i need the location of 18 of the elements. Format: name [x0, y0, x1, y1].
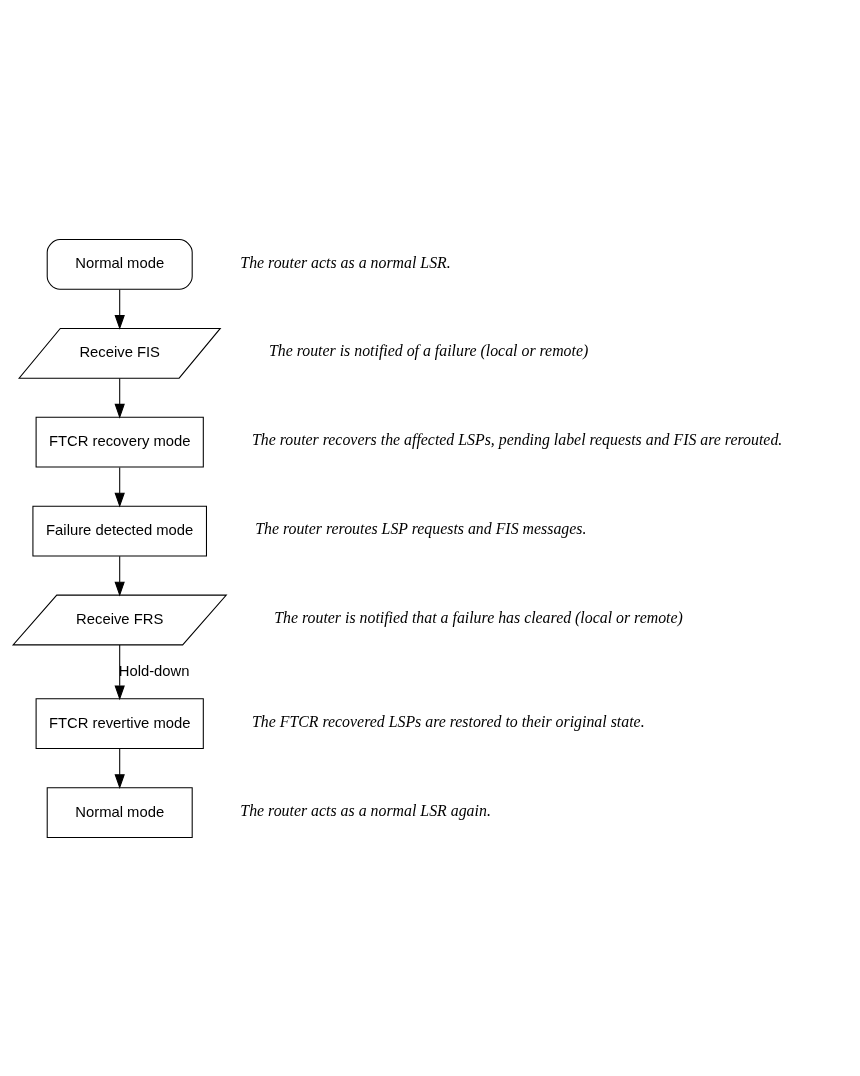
arrow	[114, 466, 125, 508]
node-label: The router acts as a normal LSR.	[239, 253, 451, 271]
arrow	[114, 555, 125, 596]
arrow	[114, 288, 125, 330]
node-label: The router is notified that a failure has cleared (local or remote)	[273, 608, 683, 626]
node-box: FTCR recovery mode	[35, 416, 204, 468]
arrow	[114, 747, 125, 789]
node-label: The router reroutes LSP requests and FIS messages.	[254, 519, 586, 537]
node-box: Failure detected mode	[31, 505, 207, 556]
node-label: The router is notified of a failure (local or remote)	[268, 341, 588, 359]
node-label: The FTCR recovered LSPs are restored to their original state.	[251, 712, 645, 730]
arrow	[114, 377, 125, 419]
node-box: FTCR revertive mode	[35, 697, 204, 749]
node-box: Normal mode	[46, 786, 193, 838]
node-label: The router recovers the affected LSPs, pending label requests and FIS are rerouted.	[251, 430, 782, 448]
edge-label: Hold-down	[118, 662, 189, 679]
node-label: The router acts as a normal LSR again.	[239, 801, 491, 819]
node-box: Normal mode	[46, 238, 193, 290]
